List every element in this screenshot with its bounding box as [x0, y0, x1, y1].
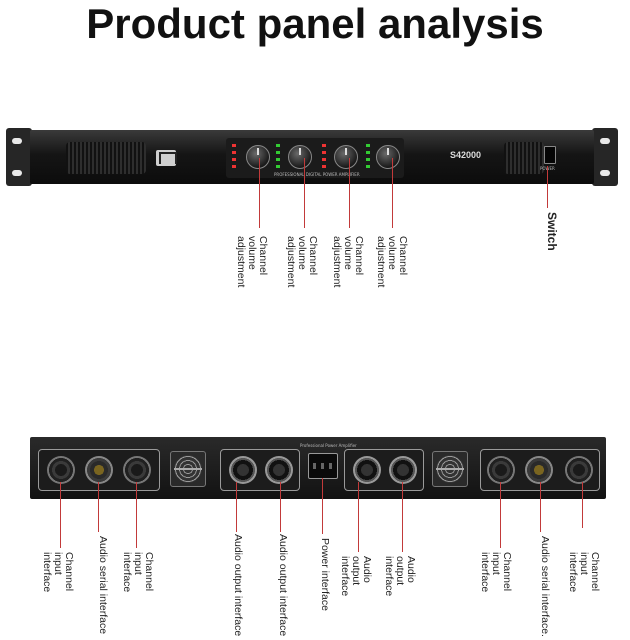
volume-knob-ch1[interactable] [246, 145, 270, 169]
leader-line-out3 [358, 482, 359, 552]
xlr-serial-1[interactable] [85, 456, 113, 484]
label-knob4: Channel volume adjustment [375, 236, 409, 288]
front-panel: PROFESSIONAL DIGITAL POWER AMPLIFIER S42… [6, 128, 618, 186]
front-vent-left [66, 142, 146, 174]
speakon-output-4[interactable] [389, 456, 417, 484]
xlr-serial-2[interactable] [525, 456, 553, 484]
front-chassis: PROFESSIONAL DIGITAL POWER AMPLIFIER S42… [30, 130, 594, 184]
leader-line-out1 [236, 482, 237, 532]
leader-line-serial1 [98, 482, 99, 532]
xlr-input-4[interactable] [565, 456, 593, 484]
label-power: Power interface [319, 538, 331, 611]
power-pin-icon [313, 463, 333, 469]
page-title: Product panel analysis [86, 0, 544, 47]
label-in1: Channel input interface [41, 552, 75, 593]
leader-line-out4 [402, 482, 403, 552]
speakon-output-2[interactable] [265, 456, 293, 484]
led-column-3 [322, 144, 326, 172]
output-module-right [344, 449, 424, 491]
label-out3: Audio output interface [339, 556, 373, 597]
control-area: PROFESSIONAL DIGITAL POWER AMPLIFIER [226, 138, 404, 178]
label-knob3: Channel volume adjustment [331, 236, 365, 288]
led-column-1 [232, 144, 236, 172]
speakon-output-3[interactable] [353, 456, 381, 484]
xlr-input-1[interactable] [47, 456, 75, 484]
leader-line-out2 [280, 482, 281, 532]
power-inlet[interactable] [308, 453, 338, 479]
leader-line-power [322, 478, 323, 534]
label-switch: Switch [545, 212, 559, 251]
front-vent-right [504, 142, 544, 174]
label-in2: Channel input interface [121, 552, 155, 593]
cooling-fan-right-icon [432, 451, 468, 487]
model-badge: S42000 [450, 150, 482, 160]
leader-line-knob4 [392, 158, 393, 228]
leader-line-in4 [582, 482, 583, 528]
label-in4: Channel input interface [567, 552, 601, 593]
rack-ear-right [592, 128, 618, 186]
cooling-fan-left-icon [170, 451, 206, 487]
led-column-2 [276, 144, 280, 172]
output-module-left [220, 449, 300, 491]
input-module-left [38, 449, 160, 491]
label-out1: Audio output interface [232, 534, 244, 637]
brand-logo [156, 150, 177, 166]
xlr-input-3[interactable] [487, 456, 515, 484]
rack-screw-hole [12, 170, 22, 176]
leader-line-serial2 [540, 482, 541, 532]
leader-line-in1 [60, 482, 61, 548]
subtitle-text: PROFESSIONAL DIGITAL POWER AMPLIFIER [274, 172, 360, 177]
leader-line-in3 [500, 482, 501, 548]
label-serial1: Audio serial interface [97, 536, 109, 635]
rack-ear-left [6, 128, 32, 186]
rack-screw-hole [600, 170, 610, 176]
rack-screw-hole [12, 138, 22, 144]
leader-line-knob3 [349, 158, 350, 228]
label-out4: Audio output interface [383, 556, 417, 597]
xlr-input-2[interactable] [123, 456, 151, 484]
rear-panel: Professional Power Amplifier [30, 437, 606, 499]
leader-line-switch [547, 166, 548, 208]
label-in3: Channel input interface [479, 552, 513, 593]
volume-knob-ch3[interactable] [334, 145, 358, 169]
power-switch[interactable] [544, 146, 556, 164]
label-out2: Audio output interface [277, 534, 289, 637]
logo-mark-icon [159, 152, 177, 164]
leader-line-knob2 [304, 158, 305, 228]
volume-knob-ch4[interactable] [376, 145, 400, 169]
rack-screw-hole [600, 138, 610, 144]
leader-line-knob1 [259, 158, 260, 228]
speakon-output-1[interactable] [229, 456, 257, 484]
rear-header-text: Professional Power Amplifier [300, 443, 357, 448]
label-serial2: Audio serial interface. [539, 536, 551, 637]
leader-line-in2 [136, 482, 137, 548]
volume-knob-ch2[interactable] [288, 145, 312, 169]
label-knob1: Channel volume adjustment [235, 236, 269, 288]
label-knob2: Channel volume adjustment [285, 236, 319, 288]
led-column-4 [366, 144, 370, 172]
